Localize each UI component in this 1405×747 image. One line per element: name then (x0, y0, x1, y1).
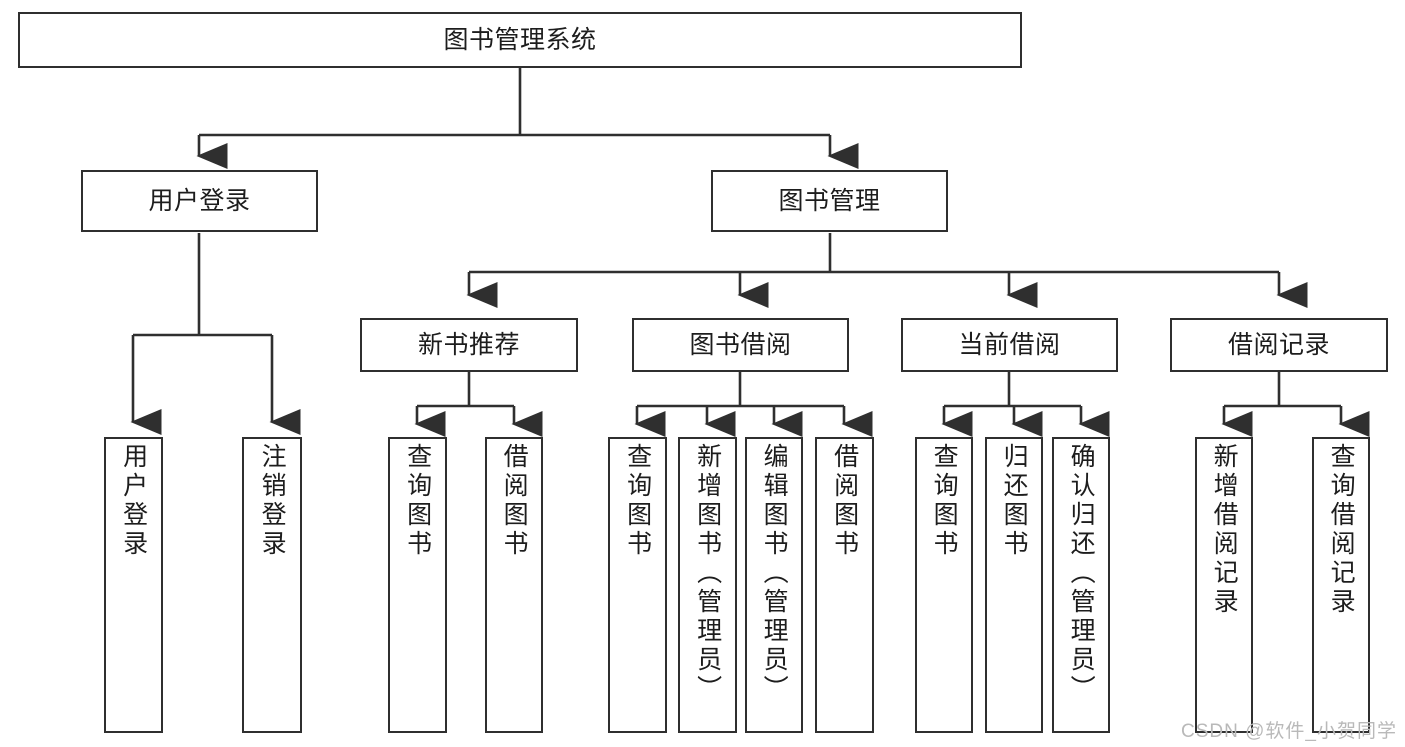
node-book-management-label: 图书管理 (778, 187, 881, 215)
node-new-book-recommend[interactable]: 新书推荐 (360, 318, 578, 372)
node-user-login[interactable]: 用户登录 (81, 170, 318, 232)
node-book-borrow-label: 图书借阅 (689, 331, 792, 359)
leaf-logout-label: 注销登录 (258, 443, 287, 559)
leaf-logout[interactable]: 注销登录 (242, 437, 302, 733)
leaf-add-borrow-record-label: 新增借阅记录 (1210, 443, 1239, 617)
node-book-borrow[interactable]: 图书借阅 (632, 318, 849, 372)
node-borrow-record[interactable]: 借阅记录 (1170, 318, 1388, 372)
leaf-query-book-current[interactable]: 查询图书 (915, 437, 973, 733)
node-current-borrow-label: 当前借阅 (958, 331, 1061, 359)
node-new-book-recommend-label: 新书推荐 (417, 331, 520, 359)
node-root-label: 图书管理系统 (443, 26, 597, 54)
node-book-management[interactable]: 图书管理 (711, 170, 948, 232)
node-current-borrow[interactable]: 当前借阅 (901, 318, 1118, 372)
leaf-add-borrow-record[interactable]: 新增借阅记录 (1195, 437, 1253, 733)
leaf-query-book-new-label: 查询图书 (403, 443, 432, 559)
leaf-query-borrow-record-label: 查询借阅记录 (1327, 443, 1356, 617)
leaf-query-borrow-record[interactable]: 查询借阅记录 (1312, 437, 1370, 733)
leaf-query-book-current-label: 查询图书 (930, 443, 959, 559)
node-user-login-label: 用户登录 (148, 187, 251, 215)
node-borrow-record-label: 借阅记录 (1227, 331, 1330, 359)
leaf-query-book-borrow[interactable]: 查询图书 (608, 437, 667, 733)
leaf-confirm-return-admin-label: 确认归还（管理员） (1067, 443, 1096, 704)
leaf-confirm-return-admin[interactable]: 确认归还（管理员） (1052, 437, 1110, 733)
leaf-user-login-label: 用户登录 (119, 443, 148, 559)
leaf-return-book[interactable]: 归还图书 (985, 437, 1043, 733)
leaf-query-book-borrow-label: 查询图书 (623, 443, 652, 559)
csdn-watermark: CSDN @软件_小贺同学 (1181, 721, 1397, 742)
leaf-user-login[interactable]: 用户登录 (104, 437, 163, 733)
leaf-borrow-book[interactable]: 借阅图书 (815, 437, 874, 733)
leaf-edit-book-admin[interactable]: 编辑图书（管理员） (745, 437, 803, 733)
leaf-borrow-book-label: 借阅图书 (830, 443, 859, 559)
leaf-return-book-label: 归还图书 (1000, 443, 1029, 559)
leaf-query-book-new[interactable]: 查询图书 (388, 437, 447, 733)
leaf-add-book-admin-label: 新增图书（管理员） (693, 443, 722, 704)
leaf-add-book-admin[interactable]: 新增图书（管理员） (678, 437, 737, 733)
leaf-borrow-book-new[interactable]: 借阅图书 (485, 437, 543, 733)
leaf-edit-book-admin-label: 编辑图书（管理员） (760, 443, 789, 704)
node-root[interactable]: 图书管理系统 (18, 12, 1022, 68)
leaf-borrow-book-new-label: 借阅图书 (500, 443, 529, 559)
